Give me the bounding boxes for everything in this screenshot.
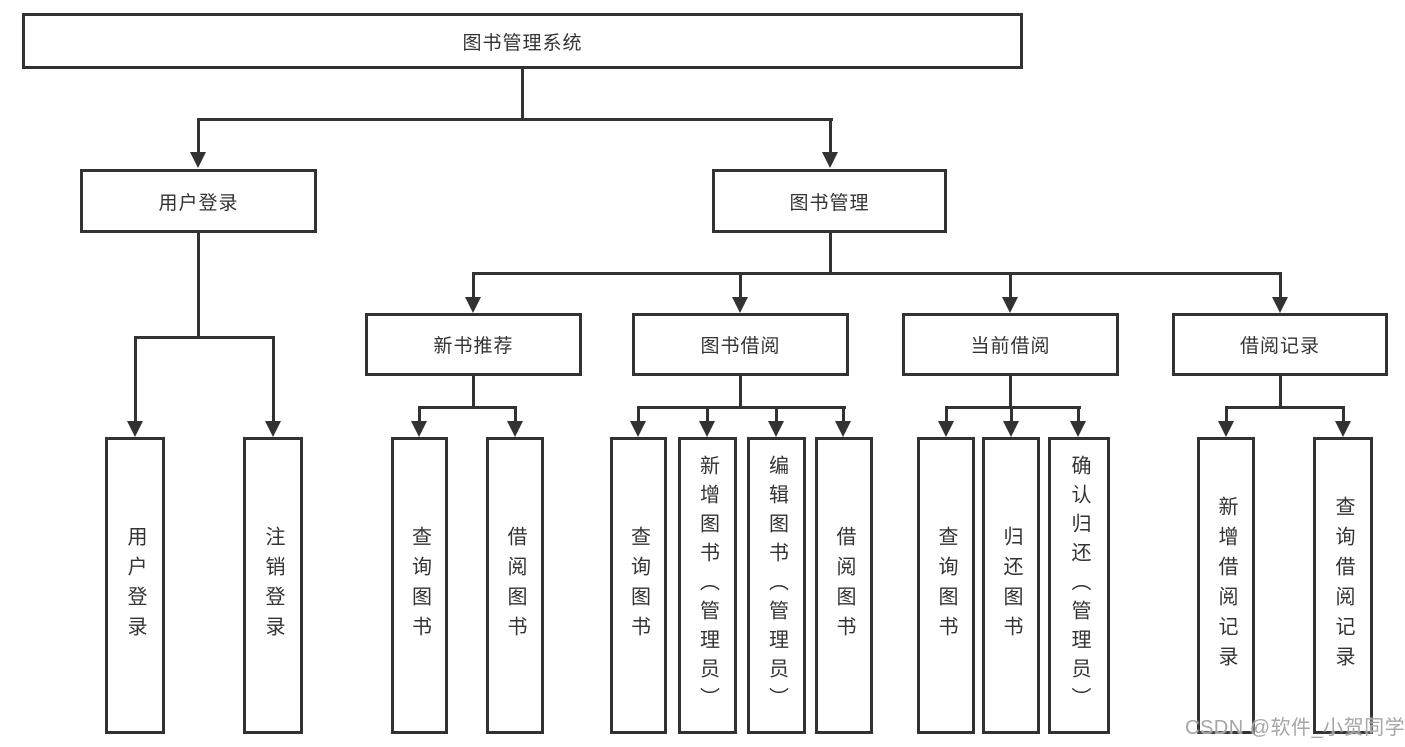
arrow-down-icon	[1272, 297, 1288, 313]
connector-line	[829, 118, 832, 154]
connector-line	[1010, 406, 1013, 423]
leaf-records-add-borrow-record: 新增借阅记录	[1197, 437, 1255, 734]
connector-line	[418, 406, 517, 409]
connector-line	[1225, 406, 1228, 423]
arrow-down-icon	[768, 421, 784, 437]
connector-line	[1009, 272, 1012, 299]
connector-line	[637, 406, 640, 423]
arrow-down-icon	[1002, 297, 1018, 313]
connector-line	[197, 118, 200, 154]
node-current-borrowing: 当前借阅	[902, 313, 1119, 376]
node-user-login: 用户登录	[80, 169, 317, 233]
connector-line	[1342, 406, 1345, 423]
connector-line	[842, 406, 845, 423]
connector-line	[472, 272, 475, 299]
connector-line	[472, 272, 1282, 275]
leaf-current-return-books: 归还图书	[982, 437, 1040, 734]
leaf-borrow-add-books-admin: 新增图书（管理员）	[678, 437, 737, 734]
connector-line	[472, 376, 475, 406]
connector-line	[775, 406, 778, 423]
connector-line	[134, 336, 275, 339]
node-borrowing-records: 借阅记录	[1172, 313, 1388, 376]
leaf-newbook-query-books: 查询图书	[391, 437, 448, 734]
arrow-down-icon	[938, 421, 954, 437]
arrow-down-icon	[465, 297, 481, 313]
connector-line	[739, 272, 742, 299]
arrow-down-icon	[411, 421, 427, 437]
arrow-down-icon	[699, 421, 715, 437]
connector-line	[1077, 406, 1080, 423]
arrow-down-icon	[1003, 421, 1019, 437]
connector-line	[945, 406, 948, 423]
arrow-down-icon	[190, 152, 206, 168]
connector-line	[945, 406, 1081, 409]
connector-line	[637, 406, 846, 409]
arrow-down-icon	[1218, 421, 1234, 437]
connector-line	[197, 118, 833, 121]
arrow-down-icon	[835, 421, 851, 437]
arrow-down-icon	[1335, 421, 1351, 437]
node-library-management-system: 图书管理系统	[22, 13, 1023, 69]
leaf-logout: 注销登录	[243, 437, 303, 734]
leaf-user-login: 用户登录	[105, 437, 165, 734]
node-book-management: 图书管理	[712, 169, 947, 233]
arrow-down-icon	[127, 421, 143, 437]
leaf-records-query-borrow-record: 查询借阅记录	[1313, 437, 1373, 734]
connector-line	[1279, 272, 1282, 299]
connector-line	[1225, 406, 1345, 409]
connector-line	[739, 376, 742, 406]
connector-line	[829, 233, 832, 272]
arrow-down-icon	[1070, 421, 1086, 437]
leaf-current-confirm-return-admin: 确认归还（管理员）	[1048, 437, 1110, 734]
connector-line	[197, 233, 200, 336]
leaf-current-query-books: 查询图书	[917, 437, 975, 734]
leaf-borrow-edit-books-admin: 编辑图书（管理员）	[747, 437, 806, 734]
connector-line	[521, 69, 524, 118]
arrow-down-icon	[822, 152, 838, 168]
connector-line	[1009, 376, 1012, 406]
connector-line	[706, 406, 709, 423]
arrow-down-icon	[732, 297, 748, 313]
arrow-down-icon	[630, 421, 646, 437]
connector-line	[1279, 376, 1282, 406]
node-new-book-recommendation: 新书推荐	[365, 313, 582, 376]
leaf-newbook-borrow-books: 借阅图书	[486, 437, 544, 734]
node-book-borrowing: 图书借阅	[632, 313, 849, 376]
arrow-down-icon	[265, 421, 281, 437]
connector-line	[134, 336, 137, 423]
leaf-borrow-query-books: 查询图书	[610, 437, 667, 734]
leaf-borrow-borrow-books: 借阅图书	[815, 437, 873, 734]
connector-line	[418, 406, 421, 423]
connector-line	[272, 336, 275, 423]
arrow-down-icon	[507, 421, 523, 437]
connector-line	[514, 406, 517, 423]
watermark: CSDN @软件_小贺同学	[1185, 717, 1405, 739]
